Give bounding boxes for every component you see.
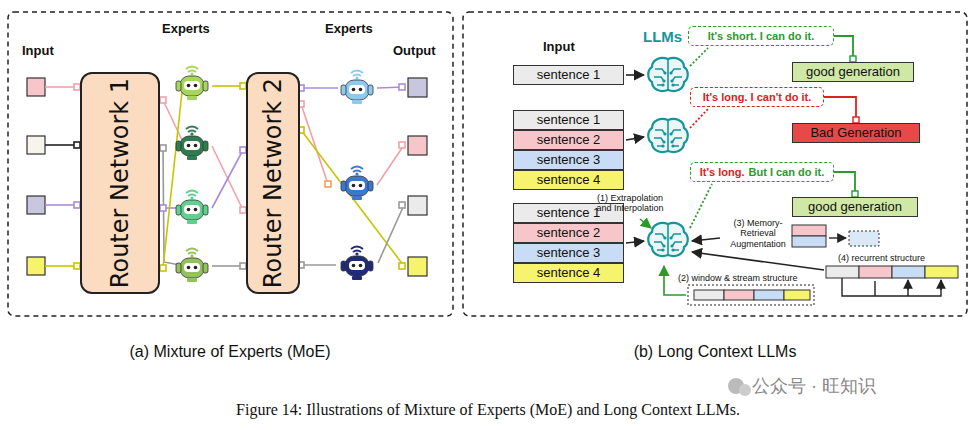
sentence-box: sentence 1	[513, 65, 624, 85]
node-text: It's long. I can't do it.	[703, 91, 812, 103]
column-heading: Experts	[325, 22, 373, 37]
panel-caption: (b) Long Context LLMs	[634, 343, 797, 361]
connector	[834, 36, 856, 62]
node-text: sentence 4	[537, 173, 601, 187]
output-box: good generation	[792, 62, 914, 82]
panel-caption: (a) Mixture of Experts (MoE)	[130, 343, 331, 361]
connector	[834, 172, 858, 197]
router-box: Router Network 1	[80, 72, 160, 294]
sentence-box: sentence 3	[513, 243, 624, 263]
node-text: sentence 1	[537, 68, 601, 82]
node-text: sentence 2	[537, 133, 601, 147]
method-label: (1) Extrapolation and Interpolation	[594, 193, 666, 214]
speech-bubble: It's long. But I can do it.	[690, 162, 834, 182]
sentence-box: sentence 4	[513, 263, 624, 283]
output-box: good generation	[792, 197, 918, 217]
node-text: Bad Generation	[810, 126, 901, 140]
sentence-box: sentence 3	[513, 150, 624, 170]
node-text: sentence 2	[537, 226, 601, 240]
model-label: LLMs	[643, 28, 682, 45]
router-box: Router Network 2	[246, 72, 300, 294]
sentence-box: sentence 2	[513, 223, 624, 243]
node-text: sentence 1	[537, 113, 601, 127]
method-label: (2) window & stream structure	[678, 273, 798, 283]
speech-bubble: It's short. I can do it.	[688, 26, 834, 46]
speech-bubble: It's long. I can't do it.	[690, 87, 824, 107]
router-label: Router Network 1	[107, 78, 133, 288]
node-text: It's long.	[700, 166, 745, 178]
node-text: But I can do it.	[749, 166, 825, 178]
figure-caption: Figure 14: Illustrations of Mixture of E…	[236, 401, 740, 419]
node-text: sentence 3	[537, 153, 601, 167]
sentence-box: sentence 4	[513, 170, 624, 190]
column-heading: Input	[22, 44, 54, 59]
node-text: sentence 3	[537, 246, 601, 260]
method-label: (4) recurrent structure	[838, 253, 925, 263]
column-heading: Experts	[162, 22, 210, 37]
sentence-box: sentence 1	[513, 110, 624, 130]
node-text: sentence 4	[537, 266, 601, 280]
method-label: (3) Memory-Retrieval Augmentation	[724, 218, 792, 249]
node-text: sentence 1	[537, 206, 601, 220]
sentence-box: sentence 2	[513, 130, 624, 150]
column-heading: Output	[393, 44, 436, 59]
connector	[824, 97, 859, 123]
output-box: Bad Generation	[792, 123, 920, 143]
router-label: Router Network 2	[260, 78, 286, 288]
node-text: good generation	[808, 200, 902, 214]
column-heading: Input	[543, 40, 575, 55]
watermark: 公众号 · 旺知识	[752, 376, 876, 397]
node-text: It's short. I can do it.	[708, 30, 815, 42]
node-text: good generation	[806, 65, 900, 79]
